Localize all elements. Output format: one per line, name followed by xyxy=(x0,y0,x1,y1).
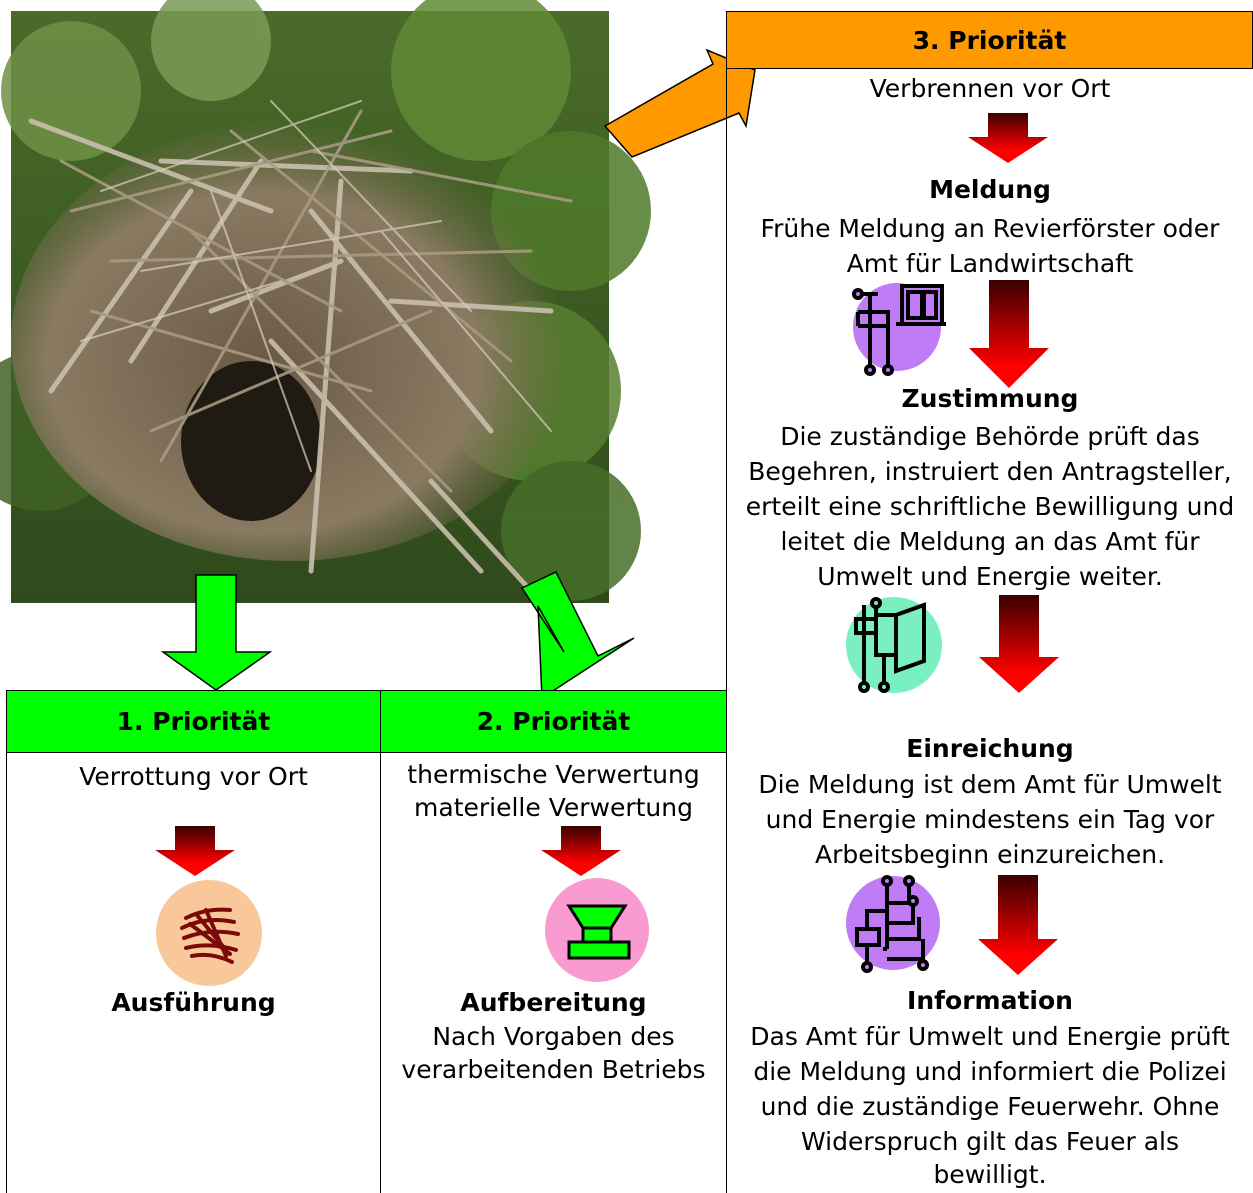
table-left-border xyxy=(6,690,7,1193)
column-divider-1 xyxy=(380,690,381,1193)
information-line-1: Das Amt für Umwelt und Energie prüft xyxy=(750,1022,1230,1051)
priority-1-subtitle: Verrottung vor Ort xyxy=(79,762,308,791)
table-top-border xyxy=(6,690,726,691)
einreichung-title: Einreichung xyxy=(906,734,1074,763)
priority-1-step-title: Ausführung xyxy=(111,988,276,1017)
arrow-to-priority-3 xyxy=(603,48,756,158)
information-title: Information xyxy=(907,986,1073,1015)
priority-1-header: 1. Priorität xyxy=(7,691,380,753)
red-down-arrow-icon xyxy=(979,595,1059,693)
einreichung-line-3: Arbeitsbeginn einzureichen. xyxy=(814,840,1166,869)
priority-3-subtitle: Verbrennen vor Ort xyxy=(869,74,1111,103)
priority-2-line-1: thermische Verwertung xyxy=(407,760,700,789)
meldung-line-1: Frühe Meldung an Revierförster oder xyxy=(760,214,1220,243)
priority-2-header-text: 2. Priorität xyxy=(476,707,631,736)
priority-3-header: 3. Priorität xyxy=(726,11,1253,69)
priority-2-step-text-1: Nach Vorgaben des xyxy=(432,1022,675,1051)
red-down-arrow-icon xyxy=(968,113,1048,163)
computer-workstation-icon xyxy=(852,283,946,376)
column-divider-2 xyxy=(726,11,727,1193)
priority-2-step-text-2: verarbeitenden Betriebs xyxy=(401,1055,706,1084)
priority-2-header: 2. Priorität xyxy=(381,691,726,753)
zustimmung-title: Zustimmung xyxy=(901,384,1079,413)
zustimmung-line-2: Begehren, instruiert den Antragsteller, xyxy=(748,457,1232,486)
processing-hopper-icon xyxy=(545,878,649,982)
red-down-arrow-icon xyxy=(978,875,1058,975)
einreichung-line-2: und Energie mindestens ein Tag vor xyxy=(765,805,1215,834)
red-down-arrow-icon xyxy=(155,826,235,876)
red-down-arrow-icon xyxy=(541,826,621,876)
priority-2-step-title: Aufbereitung xyxy=(460,988,647,1017)
submission-network-icon xyxy=(846,875,940,973)
document-approval-icon xyxy=(846,597,942,693)
zustimmung-line-5: Umwelt und Energie weiter. xyxy=(817,562,1163,591)
zustimmung-line-1: Die zuständige Behörde prüft das xyxy=(780,422,1200,451)
zustimmung-line-3: erteilt eine schriftliche Bewilligung un… xyxy=(745,492,1235,521)
information-line-4: Widerspruch gilt das Feuer als xyxy=(800,1127,1179,1156)
priority-2-line-2: materielle Verwertung xyxy=(414,793,693,822)
meldung-line-2: Amt für Landwirtschaft xyxy=(846,249,1134,278)
arrow-down-priority-2 xyxy=(520,571,635,700)
einreichung-line-1: Die Meldung ist dem Amt für Umwelt xyxy=(758,770,1222,799)
zustimmung-line-4: leitet die Meldung an das Amt für xyxy=(780,527,1200,556)
information-line-2: die Meldung und informiert die Polizei xyxy=(753,1057,1227,1086)
rotting-wood-icon xyxy=(156,880,262,986)
red-down-arrow-icon xyxy=(969,280,1049,388)
priority-3-header-text: 3. Priorität xyxy=(912,25,1067,55)
arrow-down-priority-1 xyxy=(160,574,273,691)
information-line-3: und die zuständige Feuerwehr. Ohne xyxy=(760,1092,1220,1121)
information-line-5: bewilligt. xyxy=(933,1160,1047,1189)
priority-1-header-text: 1. Priorität xyxy=(116,707,271,736)
brush-pile-photo xyxy=(0,0,651,603)
meldung-title: Meldung xyxy=(929,175,1051,204)
